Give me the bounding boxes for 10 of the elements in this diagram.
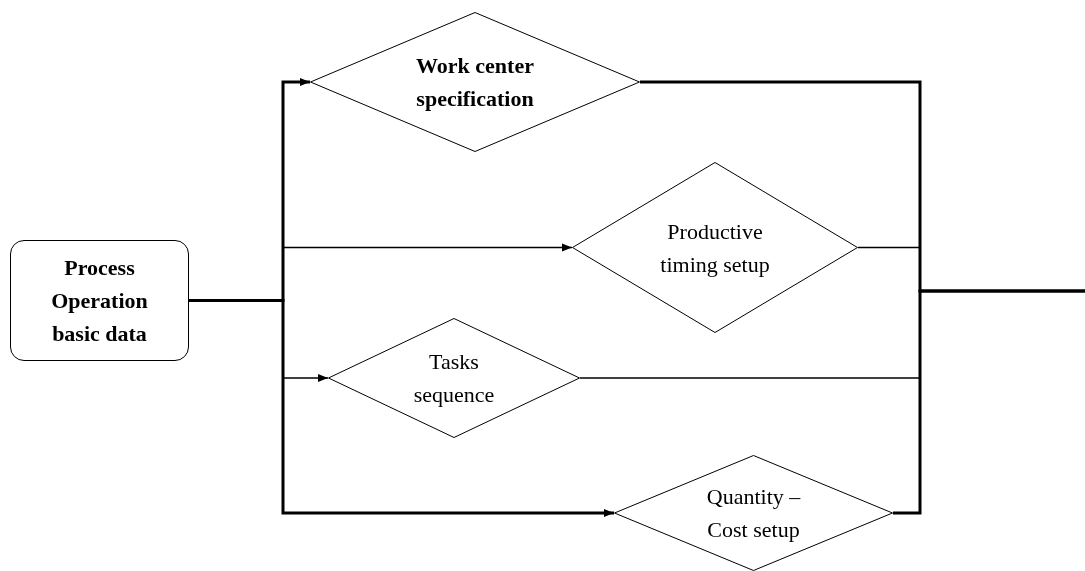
- node-label: Productive timing setup: [659, 217, 771, 279]
- decision-diamond: [328, 318, 580, 438]
- node-label: Process Operation basic data: [50, 254, 149, 348]
- decision-diamond: [614, 455, 893, 571]
- node-label: Quantity – Cost setup: [705, 483, 802, 544]
- decision-diamond: [310, 12, 640, 152]
- node-label: Work center specification: [415, 52, 535, 113]
- node-label: Tasks sequence: [412, 348, 496, 409]
- decision-diamond: [572, 162, 858, 333]
- process-box: [10, 240, 189, 361]
